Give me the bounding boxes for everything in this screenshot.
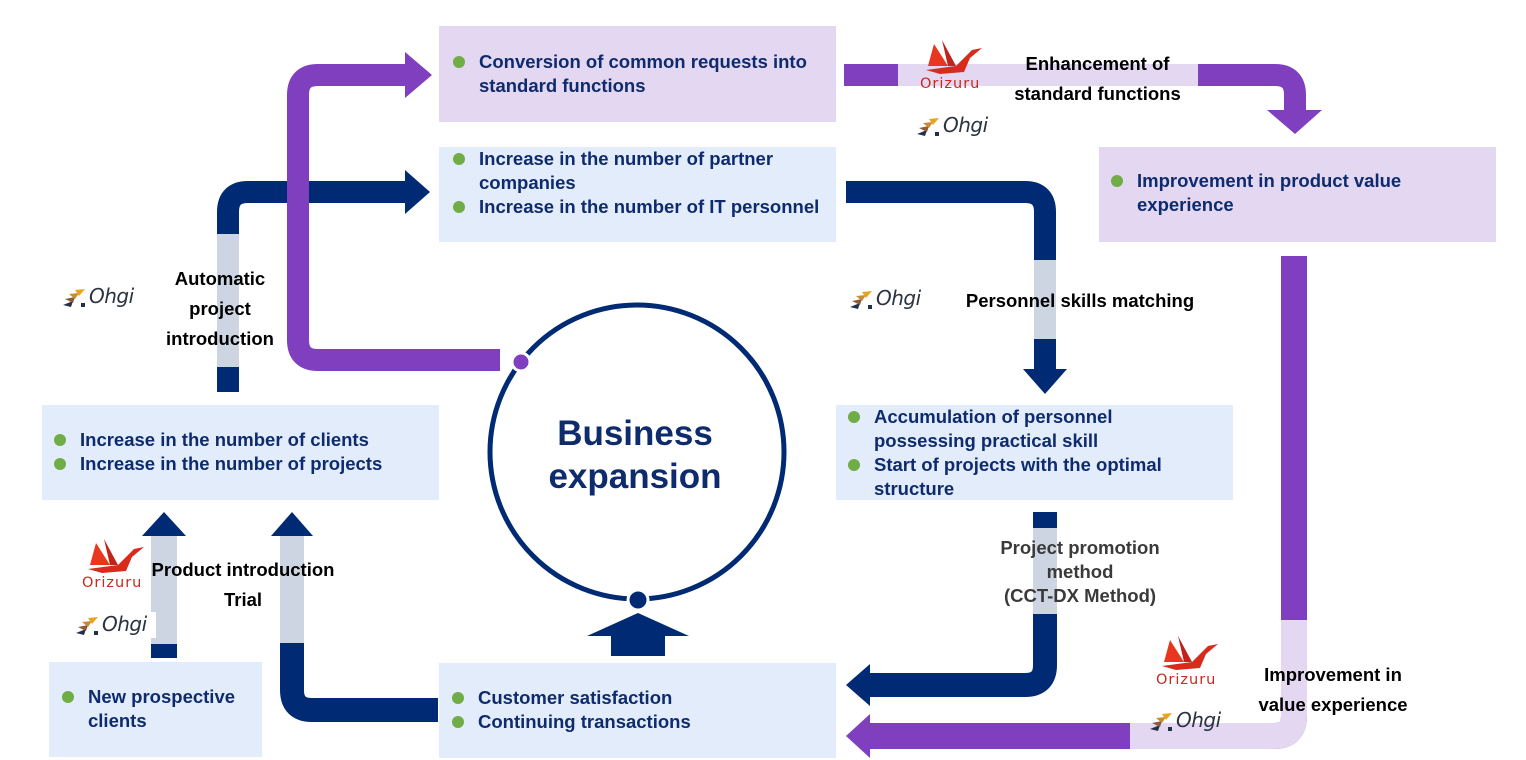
bullet-icon [62, 691, 74, 703]
bullet-icon [452, 692, 464, 704]
center-title: Business expansion [548, 414, 722, 496]
bullet-icon [848, 459, 860, 471]
arrowhead-purple-satisfaction [846, 714, 870, 758]
list-item: Increase in the number of projects [54, 452, 425, 476]
bullet-icon [452, 716, 464, 728]
box-product-value: Improvement in product value experience [1099, 147, 1496, 242]
bullet-icon [1111, 175, 1123, 187]
arrow-segment-faded [898, 64, 1198, 86]
fan-icon [850, 291, 872, 309]
list-item: Increase in the number of partner compan… [453, 147, 822, 195]
fan-icon [1150, 713, 1172, 731]
list-item: Conversion of common requests into stand… [453, 50, 822, 98]
arrow-purple-circle-to-conversion [287, 64, 500, 371]
box-prospective: New prospective clients [49, 662, 262, 757]
label-auto-intro: Automatic project introduction [166, 268, 274, 349]
circle-node-purple [510, 351, 532, 373]
crane-icon [88, 539, 144, 573]
ohgi-logo: Ohgi [76, 612, 156, 638]
bullet-icon [848, 411, 860, 423]
box-skills: Accumulation of personnel possessing pra… [836, 405, 1233, 500]
crane-icon [926, 40, 982, 74]
arrow-navy-satisfaction-to-clients [280, 535, 438, 722]
arrowhead-navy-clients-left [142, 512, 186, 536]
list-item: New prospective clients [62, 685, 252, 733]
fan-icon [917, 118, 939, 136]
list-item: Increase in the number of IT personnel [453, 195, 822, 219]
crane-icon [1162, 636, 1218, 670]
fan-icon [76, 617, 98, 635]
arrow-segment-faded [1034, 260, 1056, 339]
list-item: Continuing transactions [452, 710, 822, 734]
arrowhead-purple-product [1267, 110, 1322, 134]
label-enhancement: Enhancement of standard functions [1014, 53, 1181, 104]
arrow-segment-faded [1130, 620, 1307, 749]
circle-node-navy [626, 588, 650, 612]
ohgi-logo: Ohgi [917, 113, 997, 139]
arrow-segment-faded [280, 535, 304, 643]
list-item: Improvement in product value experience [1111, 169, 1482, 217]
orizuru-logo: Orizuru [920, 38, 990, 98]
arrowhead-navy-partners [405, 170, 430, 214]
bullet-icon [453, 56, 465, 68]
bullet-icon [54, 458, 66, 470]
arrow-navy-clients-to-partners [217, 181, 408, 392]
label-skills-matching: Personnel skills matching [965, 290, 1195, 311]
box-clients: Increase in the number of clients Increa… [42, 405, 439, 500]
box-satisfaction: Customer satisfaction Continuing transac… [439, 663, 836, 758]
arrowhead-purple-conversion [405, 52, 432, 98]
arrowhead-navy-clients-right [271, 512, 313, 536]
ohgi-logo: Ohgi [850, 286, 930, 312]
bullet-icon [453, 153, 465, 165]
label-promotion: Project promotion method (CCT-DX Method) [1000, 537, 1160, 606]
list-item: Increase in the number of clients [54, 428, 425, 452]
arrowhead-navy-satisfaction [846, 664, 870, 706]
label-value-exp: Improvement in value experience [1258, 664, 1408, 715]
list-item: Accumulation of personnel possessing pra… [848, 405, 1219, 453]
arrow-navy-partners-to-skills [846, 181, 1056, 372]
box-conversion: Conversion of common requests into stand… [439, 26, 836, 122]
fan-icon [63, 289, 85, 307]
arrow-segment-faded [217, 234, 239, 367]
bullet-icon [54, 434, 66, 446]
box-partners: Increase in the number of partner compan… [439, 147, 836, 242]
list-item: Start of projects with the optimal struc… [848, 453, 1219, 501]
arrowhead-navy-skills [1023, 369, 1067, 394]
arrow-navy-skills-to-satisfaction [868, 512, 1057, 697]
bullet-icon [453, 201, 465, 213]
arrow-navy-satisfaction-to-circle [587, 613, 689, 656]
ohgi-logo: Ohgi [63, 284, 143, 310]
arrow-purple-conversion-to-product [844, 64, 1306, 112]
label-product-intro: Product introduction Trial [151, 559, 335, 610]
ohgi-logo: Ohgi [1150, 708, 1230, 734]
list-item: Customer satisfaction [452, 686, 822, 710]
arrow-segment-faded [1033, 528, 1057, 614]
orizuru-logo: Orizuru [1156, 634, 1226, 694]
orizuru-logo: Orizuru [82, 537, 152, 597]
